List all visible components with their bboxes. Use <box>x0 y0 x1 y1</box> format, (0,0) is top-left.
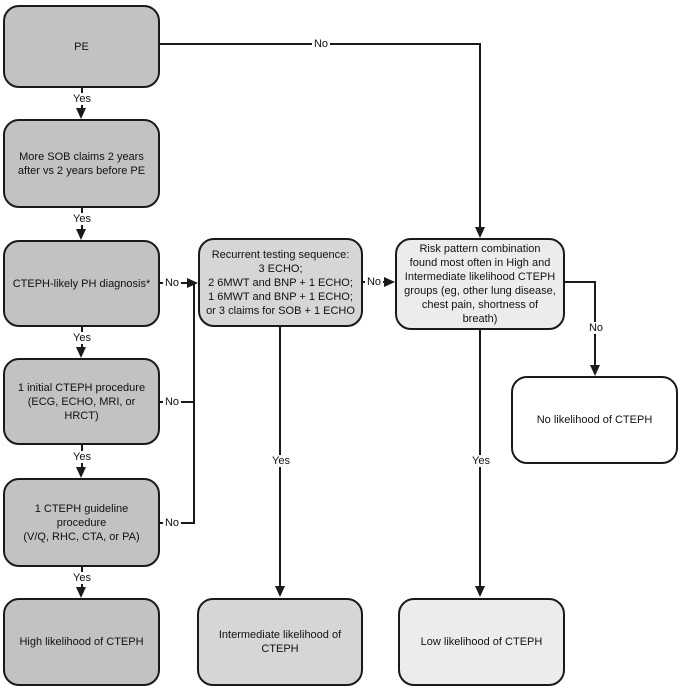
edge-label-initial-yes: Yes <box>71 451 93 463</box>
edge-label-guideline-no: No <box>162 517 182 529</box>
arrowhead-recurrent-no-icon <box>384 277 395 287</box>
edge-label-pe-no: No <box>311 38 331 50</box>
node-high-likelihood: High likelihood of CTEPH <box>3 598 160 686</box>
connector-risk-no-hline <box>565 281 596 283</box>
edge-label-risk-no: No <box>586 322 606 334</box>
node-more-sob-claims-label: More SOB claims 2 years after vs 2 years… <box>17 150 146 177</box>
node-initial-cteph-procedure: 1 initial CTEPH procedure (ECG, ECHO, MR… <box>3 358 160 445</box>
arrowhead-risk-no-icon <box>590 365 600 376</box>
node-risk-pattern-combination-label: Risk pattern combination found most ofte… <box>404 243 556 325</box>
edge-label-pe-yes: Yes <box>71 93 93 105</box>
edge-label-sob-yes: Yes <box>71 213 93 225</box>
node-high-likelihood-label: High likelihood of CTEPH <box>19 636 144 648</box>
arrowhead-pe-no-icon <box>475 227 485 238</box>
arrowhead-pe-yes-icon <box>76 108 86 119</box>
node-recurrent-testing-sequence: Recurrent testing sequence: 3 ECHO; 2 6M… <box>198 238 363 327</box>
node-risk-pattern-combination: Risk pattern combination found most ofte… <box>395 238 565 330</box>
connector-no-junction-vline <box>193 282 195 524</box>
node-pe-label: PE <box>74 40 89 53</box>
node-pe: PE <box>3 5 160 88</box>
node-cteph-guideline-procedure-label: 1 CTEPH guideline procedure (V/Q, RHC, C… <box>23 502 140 543</box>
edge-label-diagnosis-no: No <box>162 277 182 289</box>
node-cteph-guideline-procedure: 1 CTEPH guideline procedure (V/Q, RHC, C… <box>3 478 160 567</box>
edge-label-guideline-yes: Yes <box>71 572 93 584</box>
arrowhead-recurrent-yes-icon <box>275 586 285 597</box>
node-no-likelihood: No likelihood of CTEPH <box>511 376 678 464</box>
node-recurrent-testing-sequence-label: Recurrent testing sequence: 3 ECHO; 2 6M… <box>206 248 355 317</box>
node-initial-cteph-procedure-label: 1 initial CTEPH procedure (ECG, ECHO, MR… <box>17 381 146 422</box>
node-intermediate-likelihood: Intermediate likelihood of CTEPH <box>197 598 363 686</box>
arrowhead-diagnosis-yes-icon <box>76 347 86 358</box>
arrowhead-initial-yes-icon <box>76 467 86 478</box>
edge-label-risk-yes: Yes <box>470 455 492 467</box>
arrowhead-sob-yes-icon <box>76 229 86 240</box>
node-no-likelihood-label: No likelihood of CTEPH <box>536 414 653 426</box>
node-low-likelihood: Low likelihood of CTEPH <box>398 598 565 686</box>
node-cteph-likely-ph-diagnosis-label: CTEPH-likely PH diagnosis* <box>12 277 151 290</box>
edge-label-diagnosis-yes: Yes <box>71 332 93 344</box>
arrowhead-risk-yes-icon <box>475 586 485 597</box>
connector-pe-no-vline <box>479 43 481 228</box>
edge-label-initial-no: No <box>162 396 182 408</box>
edge-label-recurrent-yes: Yes <box>270 455 292 467</box>
arrowhead-diagnosis-no-icon <box>187 278 198 288</box>
edge-label-recurrent-no: No <box>364 276 384 288</box>
node-more-sob-claims: More SOB claims 2 years after vs 2 years… <box>3 119 160 208</box>
node-low-likelihood-label: Low likelihood of CTEPH <box>420 636 543 648</box>
node-cteph-likely-ph-diagnosis: CTEPH-likely PH diagnosis* <box>3 240 160 327</box>
node-intermediate-likelihood-label: Intermediate likelihood of CTEPH <box>218 629 342 655</box>
arrowhead-guideline-yes-icon <box>76 587 86 598</box>
